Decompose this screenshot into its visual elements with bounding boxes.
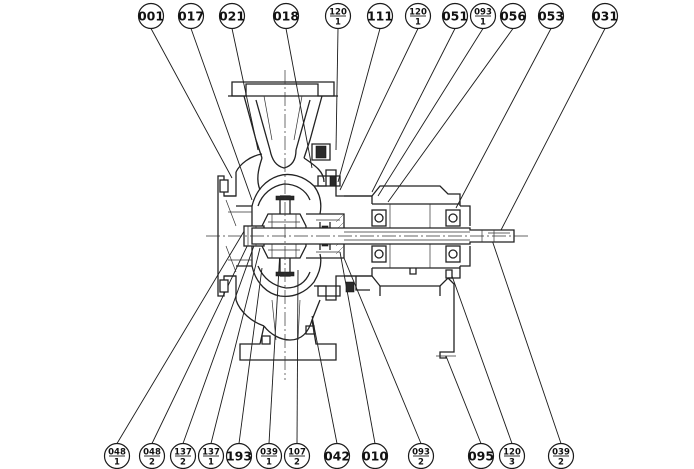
callout-number: 039 bbox=[260, 448, 278, 458]
leader-line-c039_2 bbox=[491, 239, 562, 444]
leader-line-c120_1 bbox=[335, 28, 339, 151]
callout-circle bbox=[272, 2, 300, 30]
callout-number: 048 bbox=[143, 448, 161, 458]
callout-sub-number: 2 bbox=[418, 458, 424, 468]
callout-sub-number: 2 bbox=[558, 458, 564, 468]
callout-c031: 031 bbox=[591, 2, 619, 30]
callout-number: 056 bbox=[500, 9, 526, 24]
leader-line-c107_2 bbox=[296, 269, 299, 444]
leader-line-c053 bbox=[455, 28, 552, 209]
callout-sub-number: 1 bbox=[114, 458, 120, 468]
pump-body bbox=[206, 70, 530, 380]
callout-number: 017 bbox=[178, 9, 204, 24]
leader-line-c137_1 bbox=[210, 247, 261, 444]
callout-circle bbox=[591, 2, 619, 30]
leader-line-c111 bbox=[337, 28, 381, 183]
leader-line-c056 bbox=[387, 28, 514, 203]
callout-sub-number: 1 bbox=[266, 458, 272, 468]
leader-line-c095 bbox=[445, 355, 482, 444]
callout-circle bbox=[441, 2, 469, 30]
callout-number: 095 bbox=[468, 449, 494, 464]
callout-number: 107 bbox=[288, 448, 306, 458]
leader-line-c120_3 bbox=[451, 275, 513, 444]
callout-number: 111 bbox=[367, 9, 393, 24]
callout-c111: 111 bbox=[366, 2, 394, 30]
callout-sub-number: 3 bbox=[509, 458, 515, 468]
leader-line-c093_2 bbox=[343, 257, 422, 444]
callout-number: 137 bbox=[174, 448, 192, 458]
leader-line-c193 bbox=[238, 267, 263, 444]
callout-number: 051 bbox=[442, 9, 468, 24]
leader-line-c001 bbox=[150, 28, 233, 179]
leader-line-c120_1b bbox=[339, 28, 419, 191]
callout-number: 053 bbox=[538, 9, 564, 24]
callout-c017: 017 bbox=[177, 2, 205, 30]
callout-number: 193 bbox=[226, 449, 252, 464]
callout-c056: 056 bbox=[499, 2, 527, 30]
callout-c053: 053 bbox=[537, 2, 565, 30]
callout-number: 001 bbox=[138, 9, 164, 24]
callout-number: 120 bbox=[503, 448, 521, 458]
callout-circle bbox=[366, 2, 394, 30]
callout-number: 120 bbox=[409, 8, 427, 18]
leader-line-c048_1 bbox=[116, 227, 247, 444]
callout-number: 048 bbox=[108, 448, 126, 458]
callout-sub-number: 1 bbox=[208, 458, 214, 468]
callout-number: 093 bbox=[412, 448, 430, 458]
callout-number: 031 bbox=[592, 9, 618, 24]
leader-line-c051 bbox=[371, 28, 456, 193]
callout-c051: 051 bbox=[441, 2, 469, 30]
callout-c018: 018 bbox=[272, 2, 300, 30]
leader-line-c042 bbox=[311, 315, 338, 444]
leader-line-c039_1 bbox=[268, 249, 281, 444]
leader-line-c010 bbox=[339, 251, 376, 444]
callout-c001: 001 bbox=[137, 2, 165, 30]
callout-number: 010 bbox=[362, 449, 388, 464]
callout-circle bbox=[137, 2, 165, 30]
callout-sub-number: 2 bbox=[180, 458, 186, 468]
callout-circle bbox=[177, 2, 205, 30]
callout-c042: 042 bbox=[323, 442, 351, 469]
callout-number: 042 bbox=[324, 449, 350, 464]
callout-sub-number: 1 bbox=[335, 18, 341, 28]
leader-line-c031 bbox=[499, 28, 606, 233]
leader-line-c093_1 bbox=[377, 28, 484, 197]
callout-number: 021 bbox=[219, 9, 245, 24]
callout-number: 120 bbox=[329, 8, 347, 18]
callout-number: 093 bbox=[474, 8, 492, 18]
callout-circle bbox=[537, 2, 565, 30]
callout-circle bbox=[499, 2, 527, 30]
callout-c193: 193 bbox=[225, 442, 253, 469]
leader-line-c137_2 bbox=[182, 239, 257, 444]
callout-c021: 021 bbox=[218, 2, 246, 30]
callout-number: 018 bbox=[273, 9, 299, 24]
callout-c095: 095 bbox=[467, 442, 495, 469]
callout-number: 039 bbox=[552, 448, 570, 458]
leader-line-c018 bbox=[285, 28, 313, 169]
callout-sub-number: 1 bbox=[480, 18, 486, 28]
callout-circle bbox=[218, 2, 246, 30]
leader-line-c017 bbox=[190, 28, 253, 201]
callout-number: 137 bbox=[202, 448, 220, 458]
callout-sub-number: 2 bbox=[294, 458, 300, 468]
callout-c010: 010 bbox=[361, 442, 388, 469]
callout-sub-number: 2 bbox=[149, 458, 155, 468]
callout-sub-number: 1 bbox=[415, 18, 421, 28]
